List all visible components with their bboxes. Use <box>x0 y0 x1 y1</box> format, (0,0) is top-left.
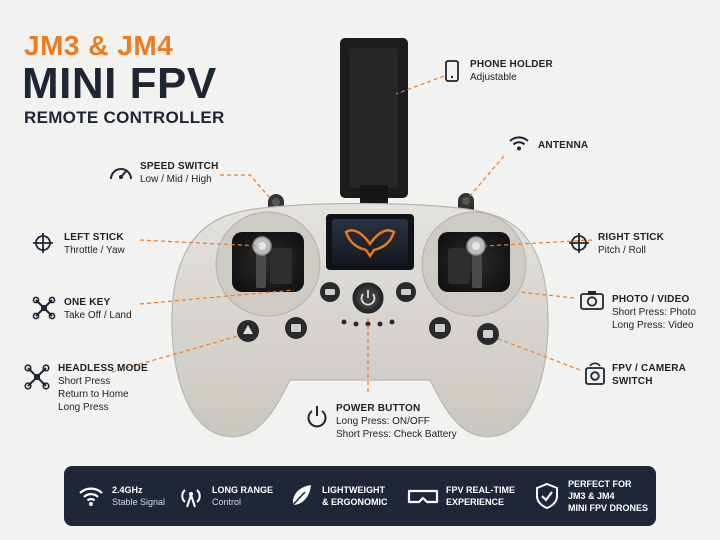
callout-phone-holder <box>395 75 445 95</box>
shield-check-icon <box>532 481 562 511</box>
label-one-key: ONE KEY Take Off / Land <box>64 296 132 322</box>
phone-holder-sub: Adjustable <box>470 72 517 83</box>
label-fpv-camera: FPV / CAMERA SWITCH <box>612 362 686 388</box>
power-icon <box>360 293 376 306</box>
vr-goggles-icon <box>406 481 440 511</box>
label-photo-video: PHOTO / VIDEO Short Press: Photo Long Pr… <box>612 293 696 332</box>
right-stick-sub: Pitch / Roll <box>598 245 646 256</box>
phone-icon <box>444 60 460 82</box>
led-dots <box>341 319 395 327</box>
left-stick-sub: Throttle / Yaw <box>64 245 125 256</box>
feature-item-fpv-realtime: FPV REAL-TIME EXPERIENCE <box>406 466 515 526</box>
headless-mode-sub3: Long Press <box>58 402 109 413</box>
title-line-2: MINI FPV <box>22 59 217 108</box>
photo-video-button[interactable] <box>429 317 451 339</box>
camera-switch-icon <box>584 362 606 386</box>
left-stick-title: LEFT STICK <box>64 232 124 243</box>
label-power-button: POWER BUTTON Long Press: ON/OFF Short Pr… <box>336 402 457 441</box>
feature-title: PERFECT FOR <box>568 479 632 489</box>
label-headless-mode: HEADLESS MODE Short Press Return to Home… <box>58 362 148 414</box>
headless-mode-sub1: Short Press <box>58 376 111 387</box>
label-antenna: ANTENNA <box>538 139 588 152</box>
small-button-right-top[interactable] <box>396 282 416 302</box>
feather-icon <box>286 481 316 511</box>
butterfly-logo-icon <box>344 229 396 259</box>
drone-headless-icon <box>24 364 50 390</box>
power-button-title: POWER BUTTON <box>336 403 421 414</box>
title-line-3: REMOTE CONTROLLER <box>24 108 225 127</box>
headless-mode-button[interactable] <box>237 320 259 342</box>
callout-headless-mode <box>111 335 239 373</box>
feature-sub: EXPERIENCE <box>446 497 505 507</box>
right-stick[interactable] <box>421 211 527 317</box>
headless-mode-title: HEADLESS MODE <box>58 363 148 374</box>
power-button-sub1: Long Press: ON/OFF <box>336 416 430 427</box>
photo-video-title: PHOTO / VIDEO <box>612 294 690 305</box>
callout-left-stick <box>139 239 261 247</box>
phone-holder <box>340 38 408 207</box>
feature-sub: & ERGONOMIC <box>322 497 388 507</box>
speed-switch-title: SPEED SWITCH <box>140 161 219 172</box>
label-phone-holder: PHONE HOLDER Adjustable <box>470 58 553 84</box>
feature-item-lightweight: LIGHTWEIGHT & ERGONOMIC <box>286 466 388 526</box>
title-line-1: JM3 & JM4 <box>24 30 174 61</box>
one-key-title: ONE KEY <box>64 297 111 308</box>
callout-fpv-camera <box>495 337 581 371</box>
feature-title: LIGHTWEIGHT <box>322 485 385 495</box>
one-key-sub: Take Off / Land <box>64 310 132 321</box>
label-left-stick: LEFT STICK Throttle / Yaw <box>64 231 125 257</box>
photo-video-sub2: Long Press: Video <box>612 320 694 331</box>
callout-lines <box>111 75 593 392</box>
signal-tower-icon <box>176 481 206 511</box>
antenna-wifi-icon <box>508 134 530 152</box>
feature-title: LONG RANGE <box>212 485 274 495</box>
feature-item-2-4ghz: 2.4GHz Stable Signal <box>76 466 165 526</box>
right-stick-title: RIGHT STICK <box>598 232 665 243</box>
callout-speed-switch <box>220 174 271 199</box>
camera-icon <box>580 290 604 310</box>
photo-video-sub1: Short Press: Photo <box>612 307 696 318</box>
speedometer-icon <box>108 162 134 182</box>
drone-icon <box>32 296 56 320</box>
fpv-camera-title1: FPV / CAMERA <box>612 363 687 374</box>
power-label-icon <box>306 404 328 428</box>
speed-switch-sub: Low / Mid / High <box>140 174 212 185</box>
feature-sub: Stable Signal <box>112 497 166 507</box>
feature-sub2: MINI FPV DRONES <box>568 503 649 513</box>
feature-sub: JM3 & JM4 <box>568 491 615 501</box>
one-key-button[interactable] <box>285 317 307 339</box>
label-right-stick: RIGHT STICK Pitch / Roll <box>598 231 664 257</box>
feature-sub: Control <box>212 497 242 507</box>
fpv-camera-title2: SWITCH <box>612 376 653 387</box>
left-stick[interactable] <box>215 211 321 317</box>
headless-mode-sub2: Return to Home <box>58 389 129 400</box>
phone-holder-title: PHONE HOLDER <box>470 59 553 70</box>
feature-title: FPV REAL-TIME <box>446 485 515 495</box>
fpv-camera-switch-button[interactable] <box>477 323 499 345</box>
label-speed-switch: SPEED SWITCH Low / Mid / High <box>140 160 219 186</box>
wifi-icon <box>76 481 106 511</box>
callout-photo-video <box>519 291 575 299</box>
callout-right-stick <box>485 239 593 247</box>
power-button-sub2: Short Press: Check Battery <box>336 429 457 440</box>
feature-item-perfect-for: PERFECT FOR JM3 & JM4 MINI FPV DRONES <box>532 466 648 526</box>
feature-item-long-range: LONG RANGE Control <box>176 466 273 526</box>
display-screen <box>326 214 414 270</box>
antenna-title: ANTENNA <box>538 140 589 151</box>
crosshair-icon-left <box>32 232 54 254</box>
feature-bar: 2.4GHz Stable Signal LONG RANGE Control … <box>64 466 656 526</box>
small-button-left-top[interactable] <box>320 282 340 302</box>
crosshair-icon-right <box>568 232 590 254</box>
feature-title: 2.4GHz <box>112 485 143 495</box>
callout-antenna <box>469 155 505 197</box>
callout-one-key <box>139 289 295 305</box>
power-button[interactable] <box>352 282 384 314</box>
